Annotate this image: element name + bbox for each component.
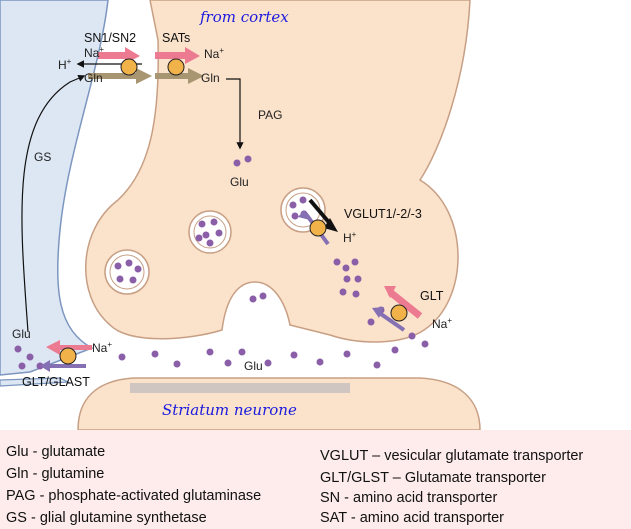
abbreviation-legend: Glu - glutamate Gln - glutamine PAG - ph… — [0, 430, 631, 529]
h-left-label: H+ — [58, 57, 72, 72]
glutamate-molecules — [14, 155, 429, 370]
gln-sats-label: Gln — [201, 71, 220, 85]
legend-gln: Gln - glutamine — [6, 466, 105, 482]
legend-glu: Glu - glutamate — [6, 444, 106, 460]
gs-arrow — [21, 74, 86, 333]
na-left-label: Na+ — [84, 45, 104, 60]
glial-cell-lower — [0, 377, 71, 387]
sats-label: SATs — [162, 31, 190, 45]
vesicle-middle — [188, 210, 232, 254]
gs-label: GS — [34, 150, 51, 164]
pag-arrow — [226, 78, 244, 150]
vglut-transporter — [298, 198, 338, 246]
na-glast-label: Na+ — [92, 340, 112, 355]
pag-label: PAG — [258, 108, 282, 122]
striatum-label: Striatum neurone — [162, 401, 297, 419]
legend-sn: SN - amino acid transporter — [320, 490, 498, 506]
synapse-diagram: from cortex SN1/SN2 SATs Na+ Na+ H+ Gln … — [0, 0, 481, 430]
glast-transporter — [40, 340, 92, 372]
sn1-sn2-label: SN1/SN2 — [84, 31, 136, 45]
legend-sat: SAT - amino acid transporter — [320, 510, 505, 526]
glu-pag-label: Glu — [230, 175, 249, 189]
legend-pag: PAG - phosphate-activated glutaminase — [6, 488, 262, 504]
from-cortex-label: from cortex — [199, 8, 289, 26]
h-vglut-label: H+ — [343, 230, 357, 245]
sat-transporter — [155, 47, 204, 84]
gln-left-label: Gln — [84, 71, 103, 85]
glt-label: GLT — [420, 289, 444, 303]
glu-glia-label: Glu — [12, 327, 31, 341]
na-glt-label: Na+ — [432, 316, 452, 331]
glt-transporter — [372, 286, 423, 332]
vglut-label: VGLUT1/-2/-3 — [344, 207, 422, 221]
glt-glast-label: GLT/GLAST — [22, 375, 90, 389]
glu-cleft-label: Glu — [244, 359, 263, 373]
legend-gs: GS - glial glutamine synthetase — [6, 510, 207, 526]
presynaptic-terminal — [84, 0, 471, 343]
vesicle-left — [104, 249, 150, 295]
na-sats-label: Na+ — [204, 46, 224, 61]
postsynaptic-density — [130, 383, 350, 393]
legend-glt: GLT/GLST – Glutamate transporter — [320, 470, 546, 486]
legend-vglut: VGLUT – vesicular glutamate transporter — [320, 448, 584, 464]
sn-transporter — [76, 47, 152, 84]
